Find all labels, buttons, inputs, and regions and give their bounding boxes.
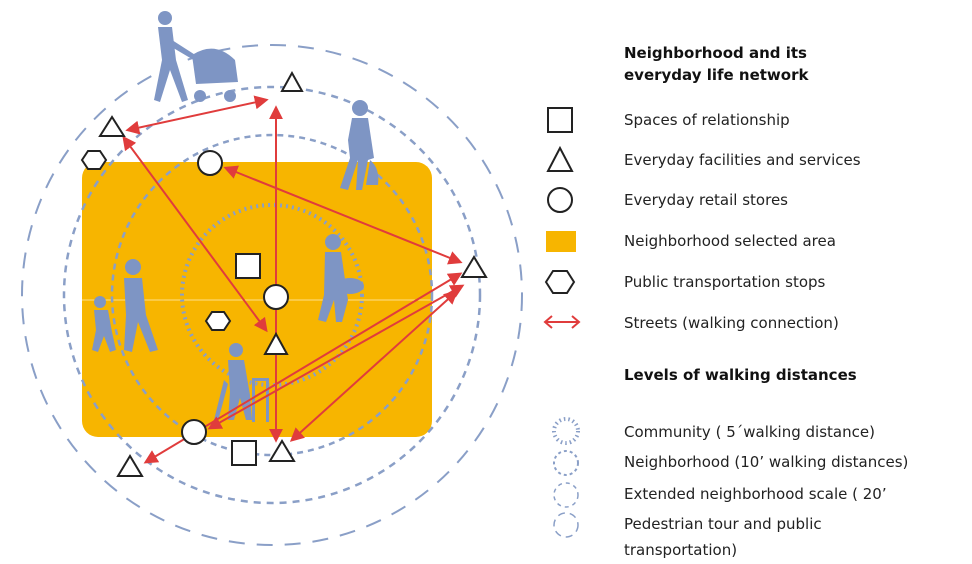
woman-with-stroller-figure — [154, 11, 238, 102]
long-dash-ring-icon — [553, 512, 579, 538]
legend-distance-label: Pedestrian tour and public — [624, 515, 822, 533]
retail-store-circle — [197, 150, 223, 176]
legend-network-title-line2: everyday life network — [624, 66, 809, 84]
facility-triangle — [280, 70, 304, 92]
facility-triangle — [268, 439, 296, 462]
triangle-icon — [546, 145, 574, 172]
street-arrow — [289, 290, 459, 442]
retail-store-circle — [263, 284, 289, 310]
legend-distance-label-continued: transportation) — [624, 541, 738, 559]
ring-extended-neighborhood — [62, 85, 482, 505]
facility-triangle — [460, 255, 488, 278]
double-arrow-icon — [543, 315, 581, 329]
legend-item-label: Everyday retail stores — [624, 191, 788, 209]
facility-triangle — [263, 331, 289, 355]
legend-distances-title: Levels of walking distances — [624, 366, 857, 384]
facility-triangle — [98, 115, 126, 137]
legend-network-title-line1: Neighborhood and its — [624, 44, 807, 62]
facility-triangle — [116, 454, 144, 477]
medium-dash-ring-icon — [553, 482, 579, 508]
short-dash-ring-icon — [553, 450, 579, 476]
transport-stop-hexagon — [204, 311, 232, 331]
legend-item-label: Everyday facilities and services — [624, 151, 861, 169]
walking-network-diagram — [21, 11, 523, 546]
relationship-space-square — [231, 440, 257, 466]
legend-item-label: Neighborhood selected area — [624, 232, 836, 250]
legend-item-label: Streets (walking connection) — [624, 314, 839, 332]
relationship-space-square — [235, 253, 261, 279]
street-arrow — [125, 95, 269, 135]
street-arrow — [223, 165, 463, 265]
legend-distance-label: Neighborhood (10’ walking distances) — [624, 453, 909, 471]
legend-distance-label: Community ( 5´walking distance) — [624, 423, 875, 441]
legend-item-label: Spaces of relationship — [624, 111, 790, 129]
legend-distance-label: Extended neighborhood scale ( 20’ — [624, 485, 887, 503]
dotted-ring-icon — [552, 417, 580, 445]
ring-pedestrian-tour — [21, 44, 523, 546]
yellow-area-icon — [546, 231, 576, 252]
circle-icon — [547, 187, 573, 213]
hexagon-icon — [544, 270, 576, 294]
transport-stop-hexagon — [80, 150, 108, 170]
square-icon — [547, 107, 573, 133]
retail-store-circle — [181, 419, 207, 445]
legend-item-label: Public transportation stops — [624, 273, 826, 291]
